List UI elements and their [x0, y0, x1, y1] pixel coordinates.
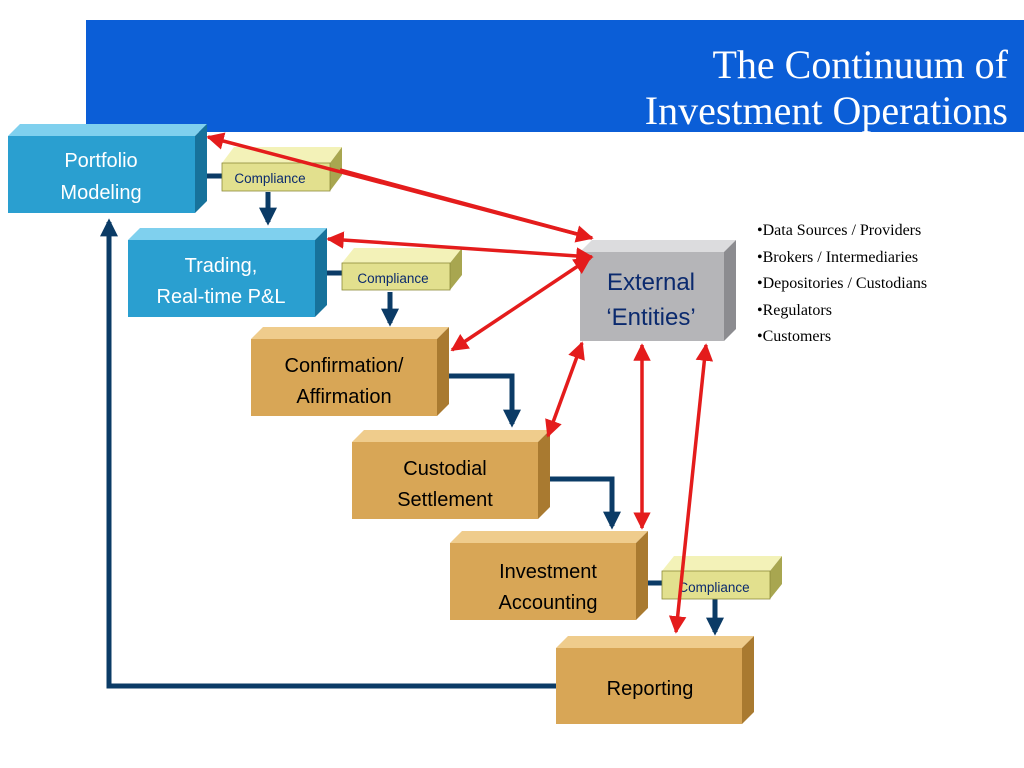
- list-item: •Data Sources / Providers: [757, 222, 922, 239]
- box-external-entities: External ‘Entities’: [580, 240, 736, 341]
- external-entities-line-1: External: [607, 269, 695, 296]
- reporting-label: Reporting: [607, 678, 694, 700]
- box-portfolio-modeling: Portfolio Modeling: [8, 124, 207, 213]
- compliance-box-trading: Compliance: [341, 248, 462, 291]
- connector-feedback-loop: [100, 218, 556, 689]
- box-investment-accounting: Investment Accounting: [450, 531, 648, 620]
- box-reporting: Reporting: [556, 636, 754, 724]
- list-item: •Regulators: [757, 301, 832, 319]
- confirmation-line-2: Affirmation: [296, 386, 391, 408]
- list-item: •Customers: [757, 328, 832, 345]
- external-entities-list: •Data Sources / Providers •Brokers / Int…: [757, 218, 927, 351]
- slide-title-line-2: Investment Operations: [644, 88, 1008, 133]
- compliance-label-1: Compliance: [234, 171, 305, 186]
- compliance-label-2: Compliance: [357, 271, 428, 286]
- confirmation-line-1: Confirmation/: [285, 355, 404, 377]
- external-entities-line-2: ‘Entities’: [606, 304, 695, 331]
- arrow-compliance-external: [339, 168, 593, 240]
- investment-accounting-line-2: Accounting: [499, 592, 598, 614]
- slide-title-line-1: The Continuum of: [712, 42, 1008, 87]
- trading-line-2: Real-time P&L: [157, 286, 286, 308]
- box-trading: Trading, Real-time P&L: [128, 228, 327, 317]
- portfolio-modeling-line-2: Modeling: [60, 182, 141, 204]
- list-item: •Brokers / Intermediaries: [757, 248, 919, 266]
- arrow-confirmation-external: [450, 256, 592, 352]
- compliance-label-3: Compliance: [678, 580, 749, 595]
- portfolio-modeling-line-1: Portfolio: [64, 150, 137, 172]
- investment-accounting-line-1: Investment: [499, 561, 597, 583]
- external-arrows: [206, 132, 714, 634]
- list-item: •Depositories / Custodians: [757, 275, 928, 292]
- title-banner: The Continuum of Investment Operations: [86, 20, 1024, 134]
- arrow-reporting-external: [668, 343, 714, 634]
- custodial-line-2: Settlement: [397, 489, 493, 511]
- connector-confirmation-custodial: [448, 373, 521, 428]
- arrow-custodial-external: [545, 341, 585, 438]
- box-confirmation-affirmation: Confirmation/ Affirmation: [251, 327, 449, 416]
- trading-line-1: Trading,: [185, 255, 258, 277]
- slide-title: The Continuum of Investment Operations: [645, 42, 1008, 134]
- box-custodial-settlement: Custodial Settlement: [352, 430, 550, 519]
- custodial-line-1: Custodial: [403, 458, 486, 480]
- arrow-trading-external: [326, 231, 594, 265]
- connector-custodial-accounting: [550, 476, 621, 530]
